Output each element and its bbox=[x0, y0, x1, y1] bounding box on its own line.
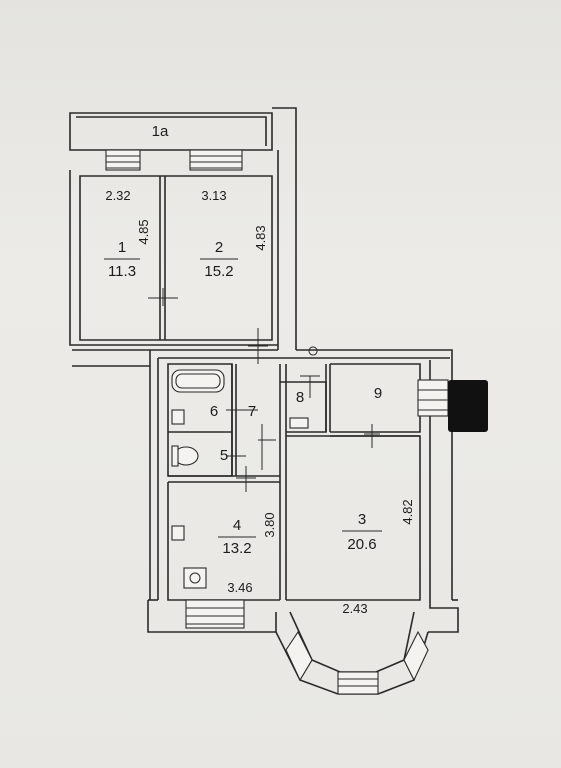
sink-icon bbox=[289, 417, 309, 429]
windows bbox=[105, 149, 449, 695]
room-4-width: 3.46 bbox=[227, 580, 252, 595]
fixtures bbox=[171, 369, 309, 589]
kitchen-sink-icon bbox=[171, 525, 185, 541]
redaction-block bbox=[448, 380, 488, 432]
room-1-width: 2.32 bbox=[105, 188, 130, 203]
room-8-number: 8 bbox=[296, 389, 304, 406]
room-5-number: 5 bbox=[220, 447, 228, 464]
window-room-4 bbox=[185, 599, 245, 629]
room-1-length: 4.85 bbox=[136, 219, 151, 244]
sink-icon bbox=[171, 409, 185, 425]
partitions bbox=[167, 363, 421, 601]
walls bbox=[69, 107, 459, 695]
room-1-area: 11.3 bbox=[108, 263, 136, 280]
room-3-area: 20.6 bbox=[347, 536, 376, 553]
corridor-label: 1a bbox=[152, 123, 169, 140]
doors bbox=[148, 288, 380, 492]
room-6-number: 6 bbox=[210, 403, 218, 420]
room-4-length: 3.80 bbox=[262, 512, 277, 537]
room-2-number: 2 bbox=[215, 239, 223, 256]
window-bay bbox=[285, 630, 429, 695]
room-3-length: 4.82 bbox=[400, 499, 415, 524]
room-2-length: 4.83 bbox=[253, 225, 268, 250]
room-4-area: 13.2 bbox=[222, 540, 251, 557]
room-3-width: 2.43 bbox=[342, 601, 367, 616]
room-7-number: 7 bbox=[248, 403, 256, 420]
room-4-number: 4 bbox=[233, 517, 241, 534]
stove-icon bbox=[183, 567, 207, 589]
room-2-area: 15.2 bbox=[204, 263, 233, 280]
room-3-number: 3 bbox=[358, 511, 366, 528]
room-1-number: 1 bbox=[118, 239, 126, 256]
window-room-1 bbox=[105, 149, 141, 171]
room-9-number: 9 bbox=[374, 385, 382, 402]
window-room-9 bbox=[417, 379, 449, 417]
room-2-width: 3.13 bbox=[201, 188, 226, 203]
window-room-2 bbox=[189, 149, 243, 171]
labels: 1a 2.32 4.85 1 11.3 3.13 4.83 2 15.2 6 7… bbox=[104, 123, 415, 616]
